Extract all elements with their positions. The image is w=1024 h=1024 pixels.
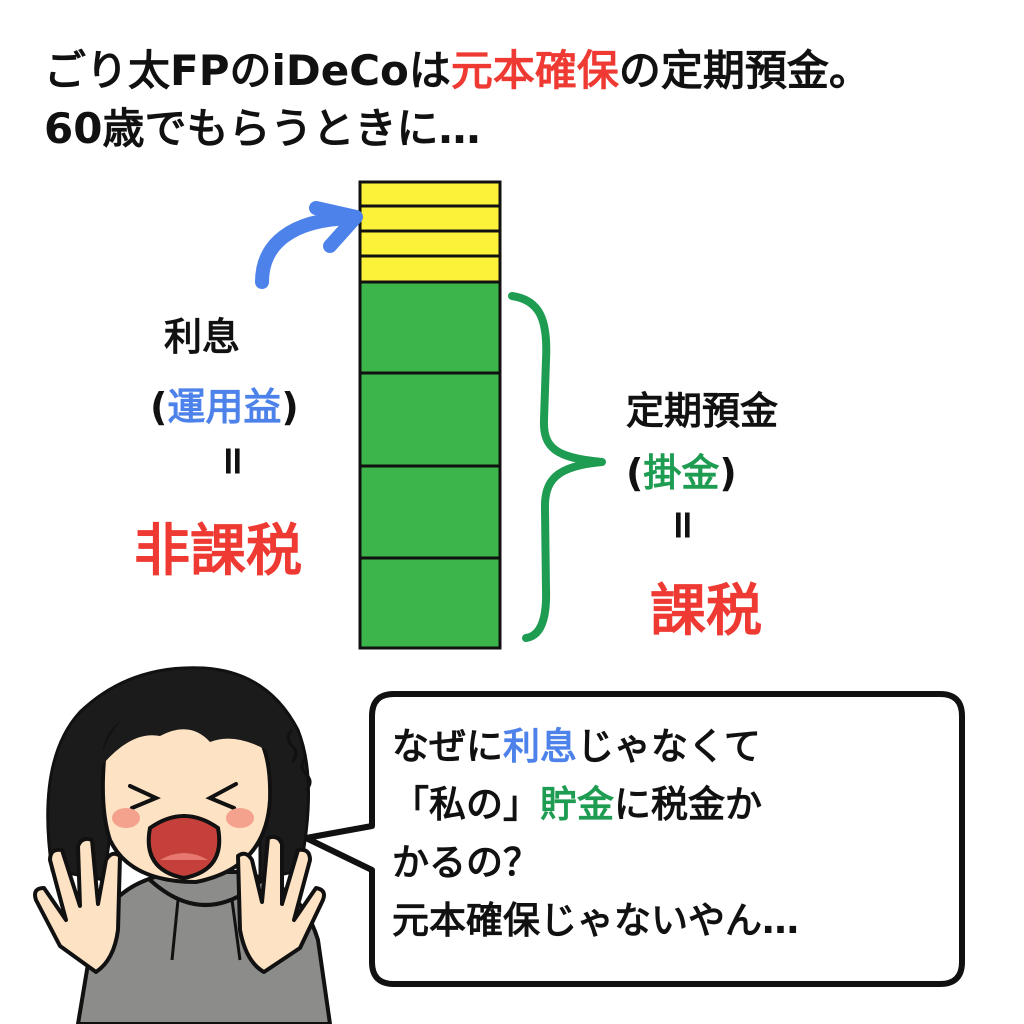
interest-block — [358, 204, 502, 233]
speech-line-3: かるの？ — [392, 841, 540, 884]
deposit-equals: = — [659, 508, 706, 542]
taxed-label: 課税 — [650, 579, 762, 644]
page-title: ごり太FPのiDeCoは元本確保の定期預金。 60歳でもらうときに… — [44, 42, 871, 158]
paren-close: ) — [281, 385, 299, 429]
deposit-block — [358, 464, 502, 560]
speech-text: なぜに利息じゃなくて 「私の」貯金に税金か かるの？ 元本確保じゃないやん… — [392, 718, 799, 950]
paren-open: ( — [626, 451, 644, 495]
eye-icon — [205, 782, 238, 810]
speech-line-4: 元本確保じゃないやん… — [392, 899, 799, 942]
speech-line-1: なぜに利息じゃなくて — [392, 718, 799, 776]
title-text-end: の定期預金。 — [618, 46, 871, 95]
title-text: ごり太FPのiDeCoは — [44, 46, 451, 95]
speech-highlight-savings: 貯金 — [540, 783, 614, 826]
interest-block — [358, 229, 502, 258]
tax-free-label: 非課税 — [134, 519, 302, 584]
interest-label: 利息 — [164, 306, 240, 361]
interest-blocks — [358, 180, 502, 284]
mouth — [146, 814, 222, 881]
arrow-icon — [255, 201, 363, 289]
speech-line-2: 「私の」貯金に税金か — [392, 776, 799, 834]
interest-label-title: 利息 — [164, 315, 241, 359]
interest-highlight: 運用益 — [167, 385, 282, 429]
paren-open: ( — [150, 385, 168, 429]
curly-brace-icon — [508, 292, 606, 642]
left-hand — [33, 836, 122, 974]
speech-part: に税金か — [614, 783, 762, 826]
interest-block — [358, 180, 502, 208]
title-line-2: 60歳でもらうときに… — [44, 104, 481, 153]
paren-close: ) — [719, 451, 737, 495]
deposit-block — [358, 371, 502, 468]
character-illustration — [33, 666, 333, 1024]
deposit-label: 定期預金 — [626, 389, 779, 433]
deposit-block — [358, 280, 502, 375]
interest-equals: = — [209, 444, 256, 478]
shock-lines-icon — [286, 728, 298, 764]
interest-block — [358, 254, 502, 284]
interest-subtitle: (運用益) — [150, 376, 299, 431]
speech-bubble — [303, 691, 965, 987]
speech-highlight-interest: 利息 — [503, 725, 577, 768]
deposit-blocks — [358, 280, 502, 650]
deposit-subtitle: (掛金) — [626, 442, 737, 497]
speech-part: なぜに — [392, 725, 503, 768]
speech-part: じゃなくて — [577, 725, 761, 768]
title-line-1: ごり太FPのiDeCoは元本確保の定期預金。 — [44, 42, 871, 100]
eye-icon — [128, 784, 161, 810]
speech-part: 「私の」 — [392, 783, 540, 826]
deposit-block — [358, 556, 502, 650]
deposit-highlight: 掛金 — [643, 451, 720, 495]
title-highlight: 元本確保 — [450, 46, 619, 95]
right-hand — [236, 834, 326, 974]
